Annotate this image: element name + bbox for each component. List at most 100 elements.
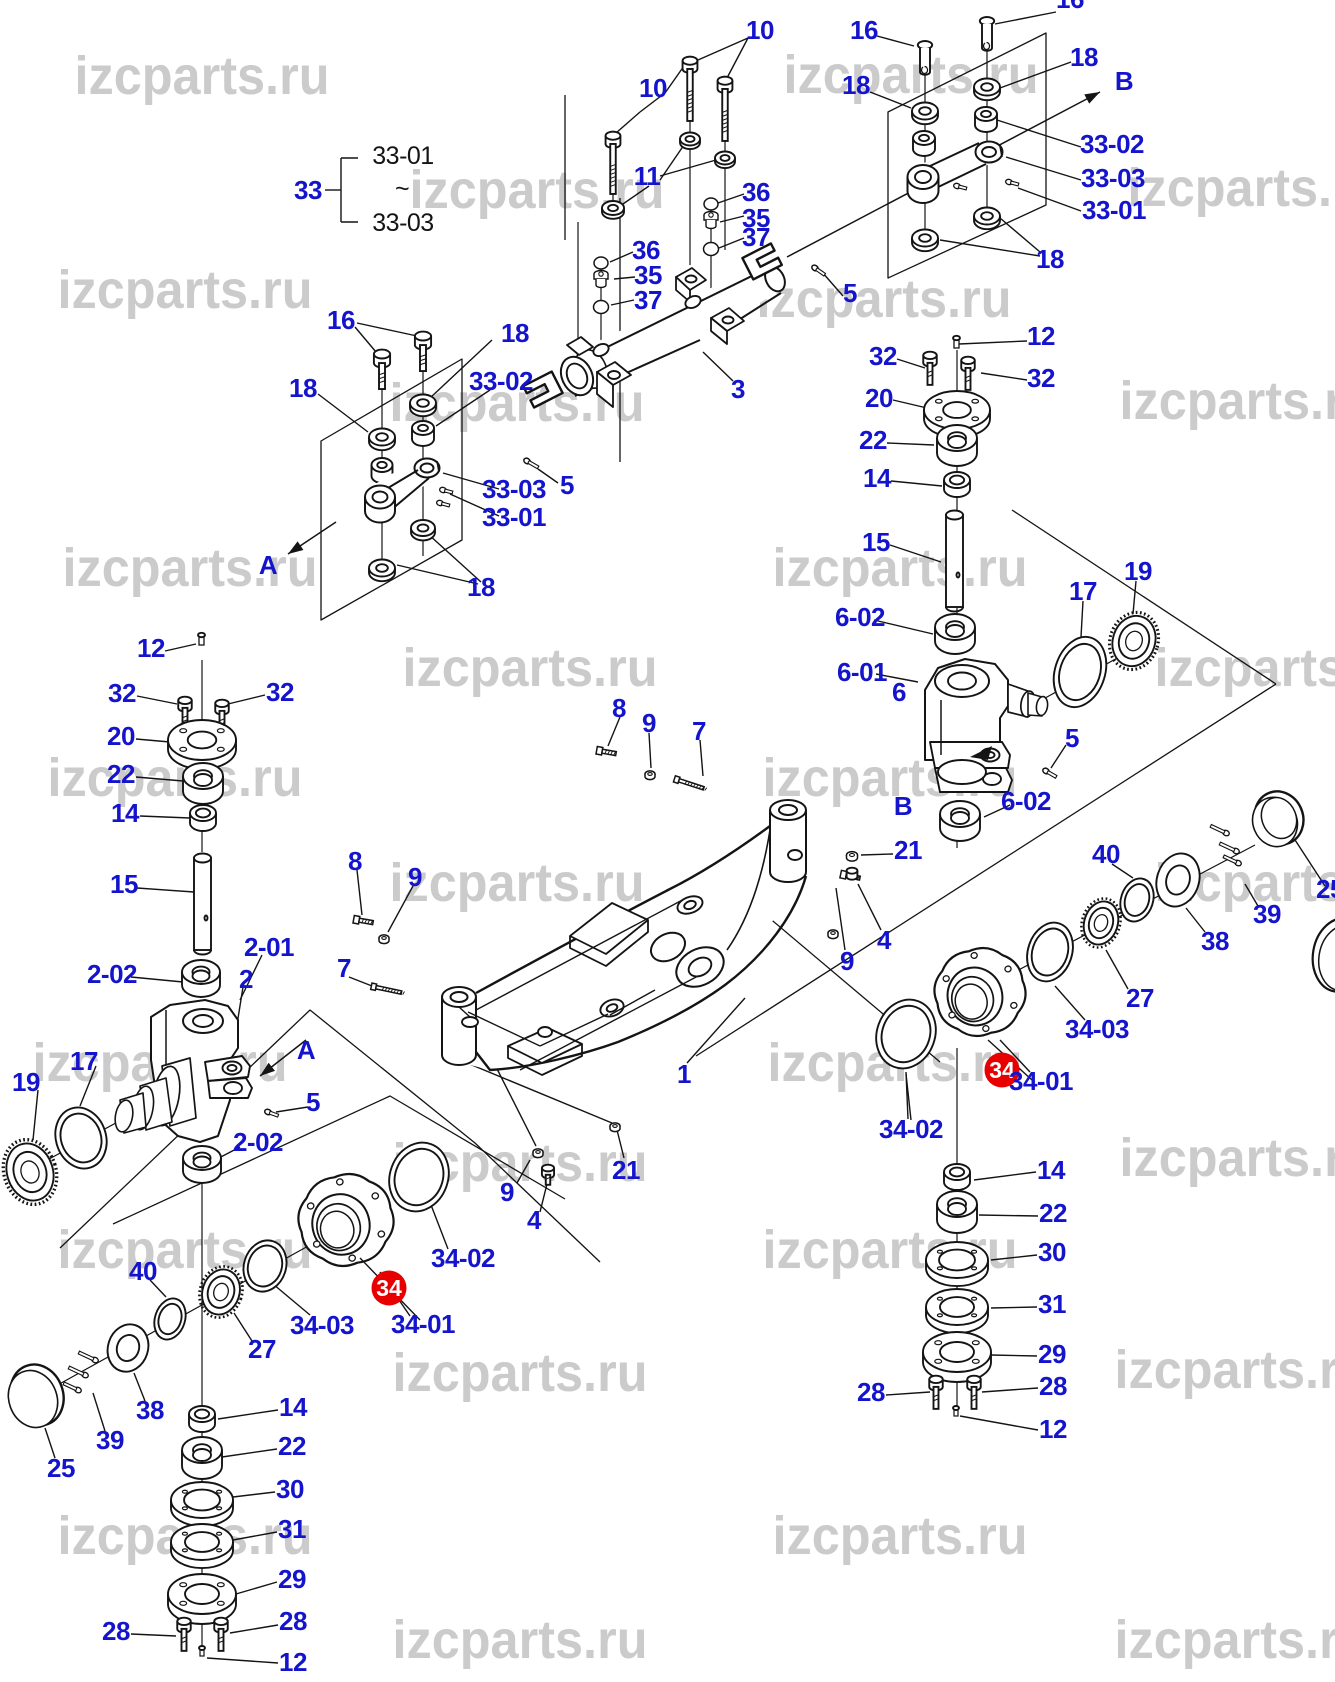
svg-text:9: 9 [642,708,656,738]
svg-text:29: 29 [278,1564,306,1594]
svg-text:33-03: 33-03 [1081,163,1145,193]
svg-text:8: 8 [348,846,362,876]
svg-text:30: 30 [1038,1237,1066,1267]
svg-text:izcparts.ru: izcparts.ru [1120,371,1335,431]
svg-text:2-02: 2-02 [233,1127,283,1157]
svg-text:B: B [1115,66,1133,96]
svg-text:28: 28 [279,1606,307,1636]
svg-text:37: 37 [634,285,662,315]
svg-text:7: 7 [692,716,706,746]
svg-text:31: 31 [278,1514,306,1544]
svg-text:32: 32 [108,678,136,708]
svg-text:25: 25 [1316,874,1335,904]
svg-text:8: 8 [612,693,626,723]
svg-text:9: 9 [840,946,854,976]
svg-text:28: 28 [857,1377,885,1407]
svg-text:17: 17 [1069,576,1097,606]
svg-text:12: 12 [279,1647,307,1677]
svg-text:5: 5 [560,470,574,500]
svg-text:izcparts.ru: izcparts.ru [63,538,318,598]
svg-text:5: 5 [843,278,857,308]
svg-text:izcparts.ru: izcparts.ru [773,1506,1028,1566]
svg-text:34-03: 34-03 [290,1310,354,1340]
svg-text:6-01: 6-01 [837,657,887,687]
svg-text:~: ~ [395,175,409,203]
svg-text:33-03: 33-03 [372,209,433,237]
svg-text:38: 38 [136,1395,164,1425]
svg-text:29: 29 [1038,1339,1066,1369]
svg-text:18: 18 [1070,42,1098,72]
svg-text:20: 20 [865,383,893,413]
svg-text:16: 16 [1056,0,1084,14]
svg-text:izcparts.ru: izcparts.ru [1128,158,1335,218]
svg-text:33: 33 [294,175,322,205]
svg-text:27: 27 [248,1334,276,1364]
svg-text:12: 12 [137,633,165,663]
svg-text:16: 16 [850,15,878,45]
svg-text:18: 18 [289,373,317,403]
svg-text:27: 27 [1126,983,1154,1013]
svg-text:16: 16 [327,305,355,335]
svg-text:33-03: 33-03 [482,474,546,504]
svg-text:2-01: 2-01 [244,932,294,962]
svg-text:39: 39 [1253,899,1281,929]
svg-text:izcparts.ru: izcparts.ru [393,1343,648,1403]
svg-text:18: 18 [1036,244,1064,274]
svg-text:A: A [259,550,278,580]
svg-text:34-01: 34-01 [1009,1066,1073,1096]
svg-text:22: 22 [278,1431,306,1461]
svg-text:34-02: 34-02 [431,1243,495,1273]
svg-text:6-02: 6-02 [1001,786,1051,816]
svg-text:izcparts.ru: izcparts.ru [403,638,658,698]
svg-text:izcparts.ru: izcparts.ru [757,269,1012,329]
svg-text:izcparts.ru: izcparts.ru [58,260,313,320]
svg-text:40: 40 [129,1256,157,1286]
svg-text:19: 19 [1124,556,1152,586]
svg-text:33-01: 33-01 [372,142,433,170]
svg-text:izcparts.ru: izcparts.ru [1115,1610,1335,1670]
svg-text:B: B [894,791,912,821]
svg-text:izcparts.ru: izcparts.ru [773,538,1028,598]
svg-text:10: 10 [746,15,774,45]
svg-text:14: 14 [111,798,140,828]
svg-text:4: 4 [877,925,892,955]
svg-text:20: 20 [107,721,135,751]
svg-text:9: 9 [500,1177,514,1207]
svg-text:30: 30 [276,1474,304,1504]
svg-text:14: 14 [279,1392,308,1422]
svg-text:39: 39 [96,1425,124,1455]
svg-text:12: 12 [1027,321,1055,351]
svg-text:17: 17 [70,1046,98,1076]
svg-text:32: 32 [1027,363,1055,393]
svg-text:3: 3 [731,374,745,404]
svg-text:5: 5 [306,1087,320,1117]
svg-text:11: 11 [634,161,661,191]
svg-text:34-03: 34-03 [1065,1014,1129,1044]
svg-text:izcparts.ru: izcparts.ru [75,46,330,106]
svg-text:izcparts.ru: izcparts.ru [1120,1128,1335,1188]
svg-text:5: 5 [1065,723,1079,753]
svg-text:21: 21 [612,1155,640,1185]
svg-text:6-02: 6-02 [835,602,885,632]
svg-text:9: 9 [408,862,422,892]
svg-text:7: 7 [337,953,351,983]
svg-text:izcparts.ru: izcparts.ru [1115,1340,1335,1400]
svg-text:izcparts.ru: izcparts.ru [410,160,665,220]
svg-text:15: 15 [110,869,138,899]
svg-text:32: 32 [869,341,897,371]
svg-text:14: 14 [1037,1155,1066,1185]
svg-text:1: 1 [677,1059,691,1089]
svg-text:34-01: 34-01 [391,1309,455,1339]
svg-text:37: 37 [742,222,770,252]
svg-text:4: 4 [527,1205,542,1235]
svg-text:28: 28 [102,1616,130,1646]
svg-text:33-02: 33-02 [1080,129,1144,159]
svg-text:33-01: 33-01 [482,502,546,532]
svg-text:22: 22 [1039,1198,1067,1228]
svg-text:22: 22 [107,759,135,789]
svg-text:33-01: 33-01 [1082,195,1146,225]
svg-text:izcparts.ru: izcparts.ru [784,45,1039,105]
svg-text:19: 19 [12,1067,40,1097]
svg-text:28: 28 [1039,1371,1067,1401]
svg-text:6: 6 [892,677,906,707]
